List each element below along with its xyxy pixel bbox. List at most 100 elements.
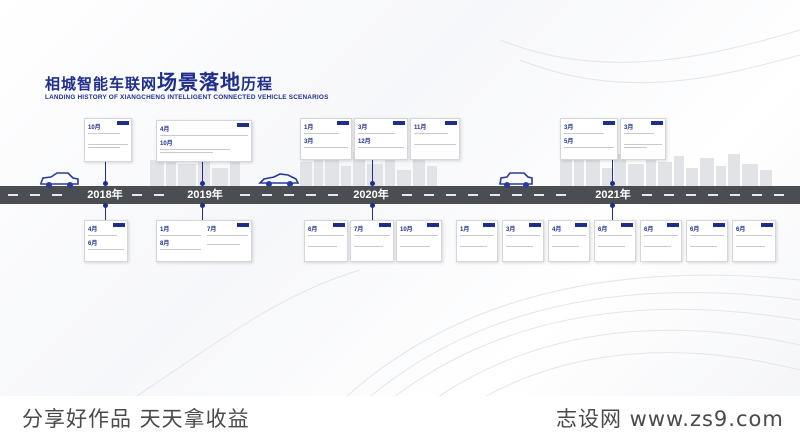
car-icon: [40, 172, 79, 188]
event-card: 10月: [84, 118, 132, 162]
card-tag: [483, 223, 495, 227]
card-text-line: [506, 246, 534, 247]
card-month: 3月: [506, 227, 516, 233]
card-month: 3月: [564, 125, 574, 131]
timeline-dot: [610, 181, 615, 186]
road-dash: [490, 194, 500, 196]
card-connector: [612, 160, 613, 186]
road-dash: [52, 194, 62, 196]
page-title: 相城智能车联网场景落地历程: [45, 66, 273, 95]
card-text-line: [690, 235, 724, 236]
event-card: 1月 8月 7月: [156, 220, 252, 262]
card-connector: [105, 204, 106, 220]
card-text-line: [564, 147, 614, 148]
card-text-line: [552, 246, 580, 247]
year-2018: 2018年: [80, 186, 130, 204]
road-dash: [424, 194, 434, 196]
card-month: 3月: [304, 139, 314, 145]
card-text-line: [88, 133, 120, 134]
card-month: 10月: [400, 227, 413, 233]
road-dash: [446, 194, 456, 196]
road-dash: [752, 194, 762, 196]
card-text-line: [304, 133, 340, 134]
card-text-line: [160, 152, 213, 153]
card-text-line: [308, 246, 337, 247]
card-month: 6月: [736, 227, 746, 233]
card-month: 6月: [308, 227, 318, 233]
card-tag: [237, 223, 249, 227]
card-connector: [202, 162, 203, 186]
card-text-line: [160, 149, 231, 150]
card-text-line: [414, 133, 448, 134]
card-text-line: [308, 235, 344, 236]
event-card: 3月: [620, 118, 666, 160]
card-text-line: [400, 235, 438, 236]
card-text-line: [400, 246, 431, 247]
road-dash: [534, 194, 544, 196]
card-month: 7月: [354, 227, 364, 233]
road-dash: [132, 194, 142, 196]
page-subtitle: LANDING HISTORY OF XIANGCHENG INTELLIGEN…: [45, 94, 329, 101]
road-dash: [8, 194, 18, 196]
event-card: 4月 10月: [156, 120, 252, 162]
card-month: 7月: [207, 227, 217, 233]
card-text-line: [460, 235, 494, 236]
title-part3: 历程: [241, 76, 274, 93]
sports-car-icon: [258, 173, 300, 187]
event-card: 7月: [350, 220, 394, 262]
card-month: 3月: [358, 125, 368, 131]
event-card: 4月 6月: [84, 220, 128, 262]
timeline-dot: [200, 203, 205, 208]
card-text-line: [358, 147, 404, 148]
timeline-dot: [103, 203, 108, 208]
card-text-line: [736, 246, 765, 247]
card-month: 12月: [358, 139, 371, 145]
card-text-line: [552, 235, 586, 236]
card-text-line: [624, 133, 655, 134]
card-month: 1月: [160, 227, 170, 233]
card-tag: [379, 223, 391, 227]
road-dash: [284, 194, 294, 196]
card-month: 4月: [552, 227, 562, 233]
card-tag: [603, 121, 615, 125]
card-month: 1月: [304, 125, 314, 131]
city-skyline: [150, 146, 772, 186]
card-connector: [372, 160, 373, 186]
road-dash: [154, 194, 164, 196]
timeline-dot: [370, 203, 375, 208]
card-connector: [372, 204, 373, 220]
road-dash: [30, 194, 40, 196]
road-dash: [240, 194, 250, 196]
card-text-line: [88, 147, 120, 148]
card-text-line: [644, 235, 678, 236]
road-dash: [512, 194, 522, 196]
card-month: 10月: [160, 141, 173, 147]
event-card: 1月 3月: [300, 118, 352, 160]
event-card: 6月: [732, 220, 776, 262]
card-text-line: [598, 246, 626, 247]
timeline-dot: [610, 203, 615, 208]
watermark-site: 志设网 www.zs9.com: [556, 407, 784, 431]
card-connector: [105, 162, 106, 186]
road-dash: [328, 194, 338, 196]
road-dash: [708, 194, 718, 196]
card-month: 1月: [460, 227, 470, 233]
card-tag: [667, 223, 679, 227]
card-month: 3月: [624, 125, 634, 131]
card-text-line: [644, 246, 672, 247]
card-month: 8月: [160, 241, 170, 247]
event-card: 3月: [502, 220, 544, 262]
card-tag: [393, 121, 405, 125]
timeline-dot: [200, 181, 205, 186]
card-text-line: [207, 244, 240, 245]
road-dash: [556, 194, 566, 196]
year-2020: 2020年: [346, 186, 396, 204]
card-text-line: [624, 147, 647, 148]
road-dash: [730, 194, 740, 196]
card-tag: [621, 223, 633, 227]
year-2021: 2021年: [588, 186, 638, 204]
event-card: 4月: [548, 220, 590, 262]
card-text-line: [460, 246, 488, 247]
card-tag: [529, 223, 541, 227]
card-month: 6月: [598, 227, 608, 233]
